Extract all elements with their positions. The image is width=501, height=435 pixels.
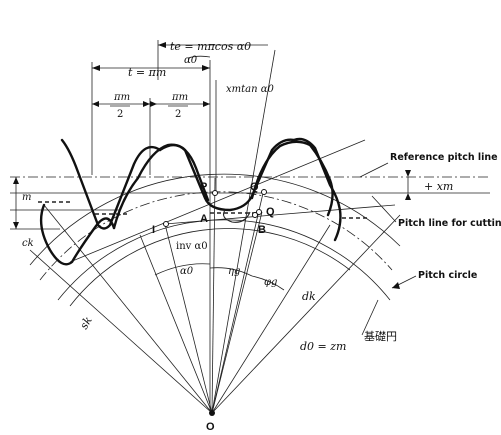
base-circle bbox=[57, 219, 391, 301]
label-te: te = mπcos α0 bbox=[170, 40, 251, 53]
label-pitch-line-cutting: Pitch line for cutting bbox=[398, 218, 501, 229]
radial-B bbox=[211, 211, 263, 414]
labels: te = mπcos α0 α0 xmtan α0 t = πm πm 2 πm… bbox=[22, 40, 501, 433]
rack-tooth-left bbox=[60, 138, 162, 230]
radial-lines bbox=[29, 49, 401, 414]
label-A: A bbox=[200, 213, 208, 225]
label-Q-upper: Q bbox=[250, 181, 259, 193]
label-Q-lower: Q bbox=[266, 206, 275, 218]
label-m-left: m bbox=[22, 192, 31, 203]
radial-I bbox=[164, 223, 213, 414]
gear-tooth-left bbox=[39, 203, 116, 266]
radial-dk bbox=[211, 224, 331, 414]
radial-P bbox=[211, 177, 216, 414]
gear-tooth-right bbox=[250, 140, 334, 217]
label-pim-left-den: 2 bbox=[117, 109, 123, 120]
point-B-marker bbox=[252, 212, 258, 218]
label-alpha0-mid: α0 bbox=[180, 266, 194, 277]
label-plus-xm: + xm bbox=[424, 180, 453, 193]
eta-arc bbox=[209, 267, 253, 277]
label-P: P bbox=[200, 181, 207, 193]
label-ck-left: ck bbox=[22, 238, 34, 249]
radial-left-2 bbox=[29, 249, 213, 414]
alpha0-arc bbox=[154, 263, 211, 276]
gear-tooth-mid bbox=[112, 143, 210, 230]
label-reference-pitch-line: Reference pitch line bbox=[390, 152, 498, 163]
label-pim-right-den: 2 bbox=[175, 109, 181, 120]
radial-Q bbox=[211, 188, 265, 414]
label-O: O bbox=[206, 421, 215, 433]
label-phi-g: φg bbox=[264, 277, 277, 288]
point-O-marker bbox=[209, 410, 215, 416]
label-sk: sk bbox=[77, 314, 95, 331]
label-base-circle: 基礎円 bbox=[364, 330, 397, 343]
tip-circle bbox=[29, 173, 401, 266]
label-xmtan: xmtan α0 bbox=[226, 84, 274, 95]
point-markers bbox=[163, 189, 267, 416]
radial-left bbox=[43, 204, 213, 414]
radial-right bbox=[211, 214, 401, 414]
tangent-line bbox=[164, 204, 396, 225]
point-Q-upper-marker bbox=[261, 189, 267, 195]
point-I-marker bbox=[163, 221, 169, 227]
label-pim-right-num: πm bbox=[171, 92, 188, 103]
dimension-lines bbox=[13, 40, 411, 413]
point-P-marker bbox=[212, 190, 218, 196]
leader-lines bbox=[359, 162, 417, 336]
rack-tooth-right bbox=[292, 137, 342, 242]
label-eta-g: ηg bbox=[228, 266, 240, 277]
label-dk: dk bbox=[302, 290, 316, 303]
label-B: B bbox=[258, 224, 266, 236]
alpha0-top-arc bbox=[187, 55, 211, 59]
radial-left-3 bbox=[139, 234, 213, 414]
angle-arcs bbox=[154, 55, 285, 291]
gear-profile bbox=[39, 140, 334, 266]
label-pim-left-num: πm bbox=[113, 92, 130, 103]
circles bbox=[29, 173, 401, 307]
phi-arc bbox=[251, 275, 285, 291]
label-d0-eq: d0 = zm bbox=[300, 340, 346, 353]
gear-flank-inner bbox=[223, 209, 251, 223]
label-inv-alpha0: inv α0 bbox=[176, 241, 208, 252]
label-I: I bbox=[152, 224, 155, 236]
label-pitch-circle: Pitch circle bbox=[418, 270, 477, 281]
root-circle bbox=[69, 228, 351, 307]
line-of-action bbox=[69, 139, 366, 263]
point-Q-lower-marker bbox=[256, 209, 262, 215]
label-alpha0-top: α0 bbox=[184, 55, 198, 66]
radial-alpha0 bbox=[211, 49, 276, 414]
label-t-eq: t = πm bbox=[128, 66, 166, 79]
